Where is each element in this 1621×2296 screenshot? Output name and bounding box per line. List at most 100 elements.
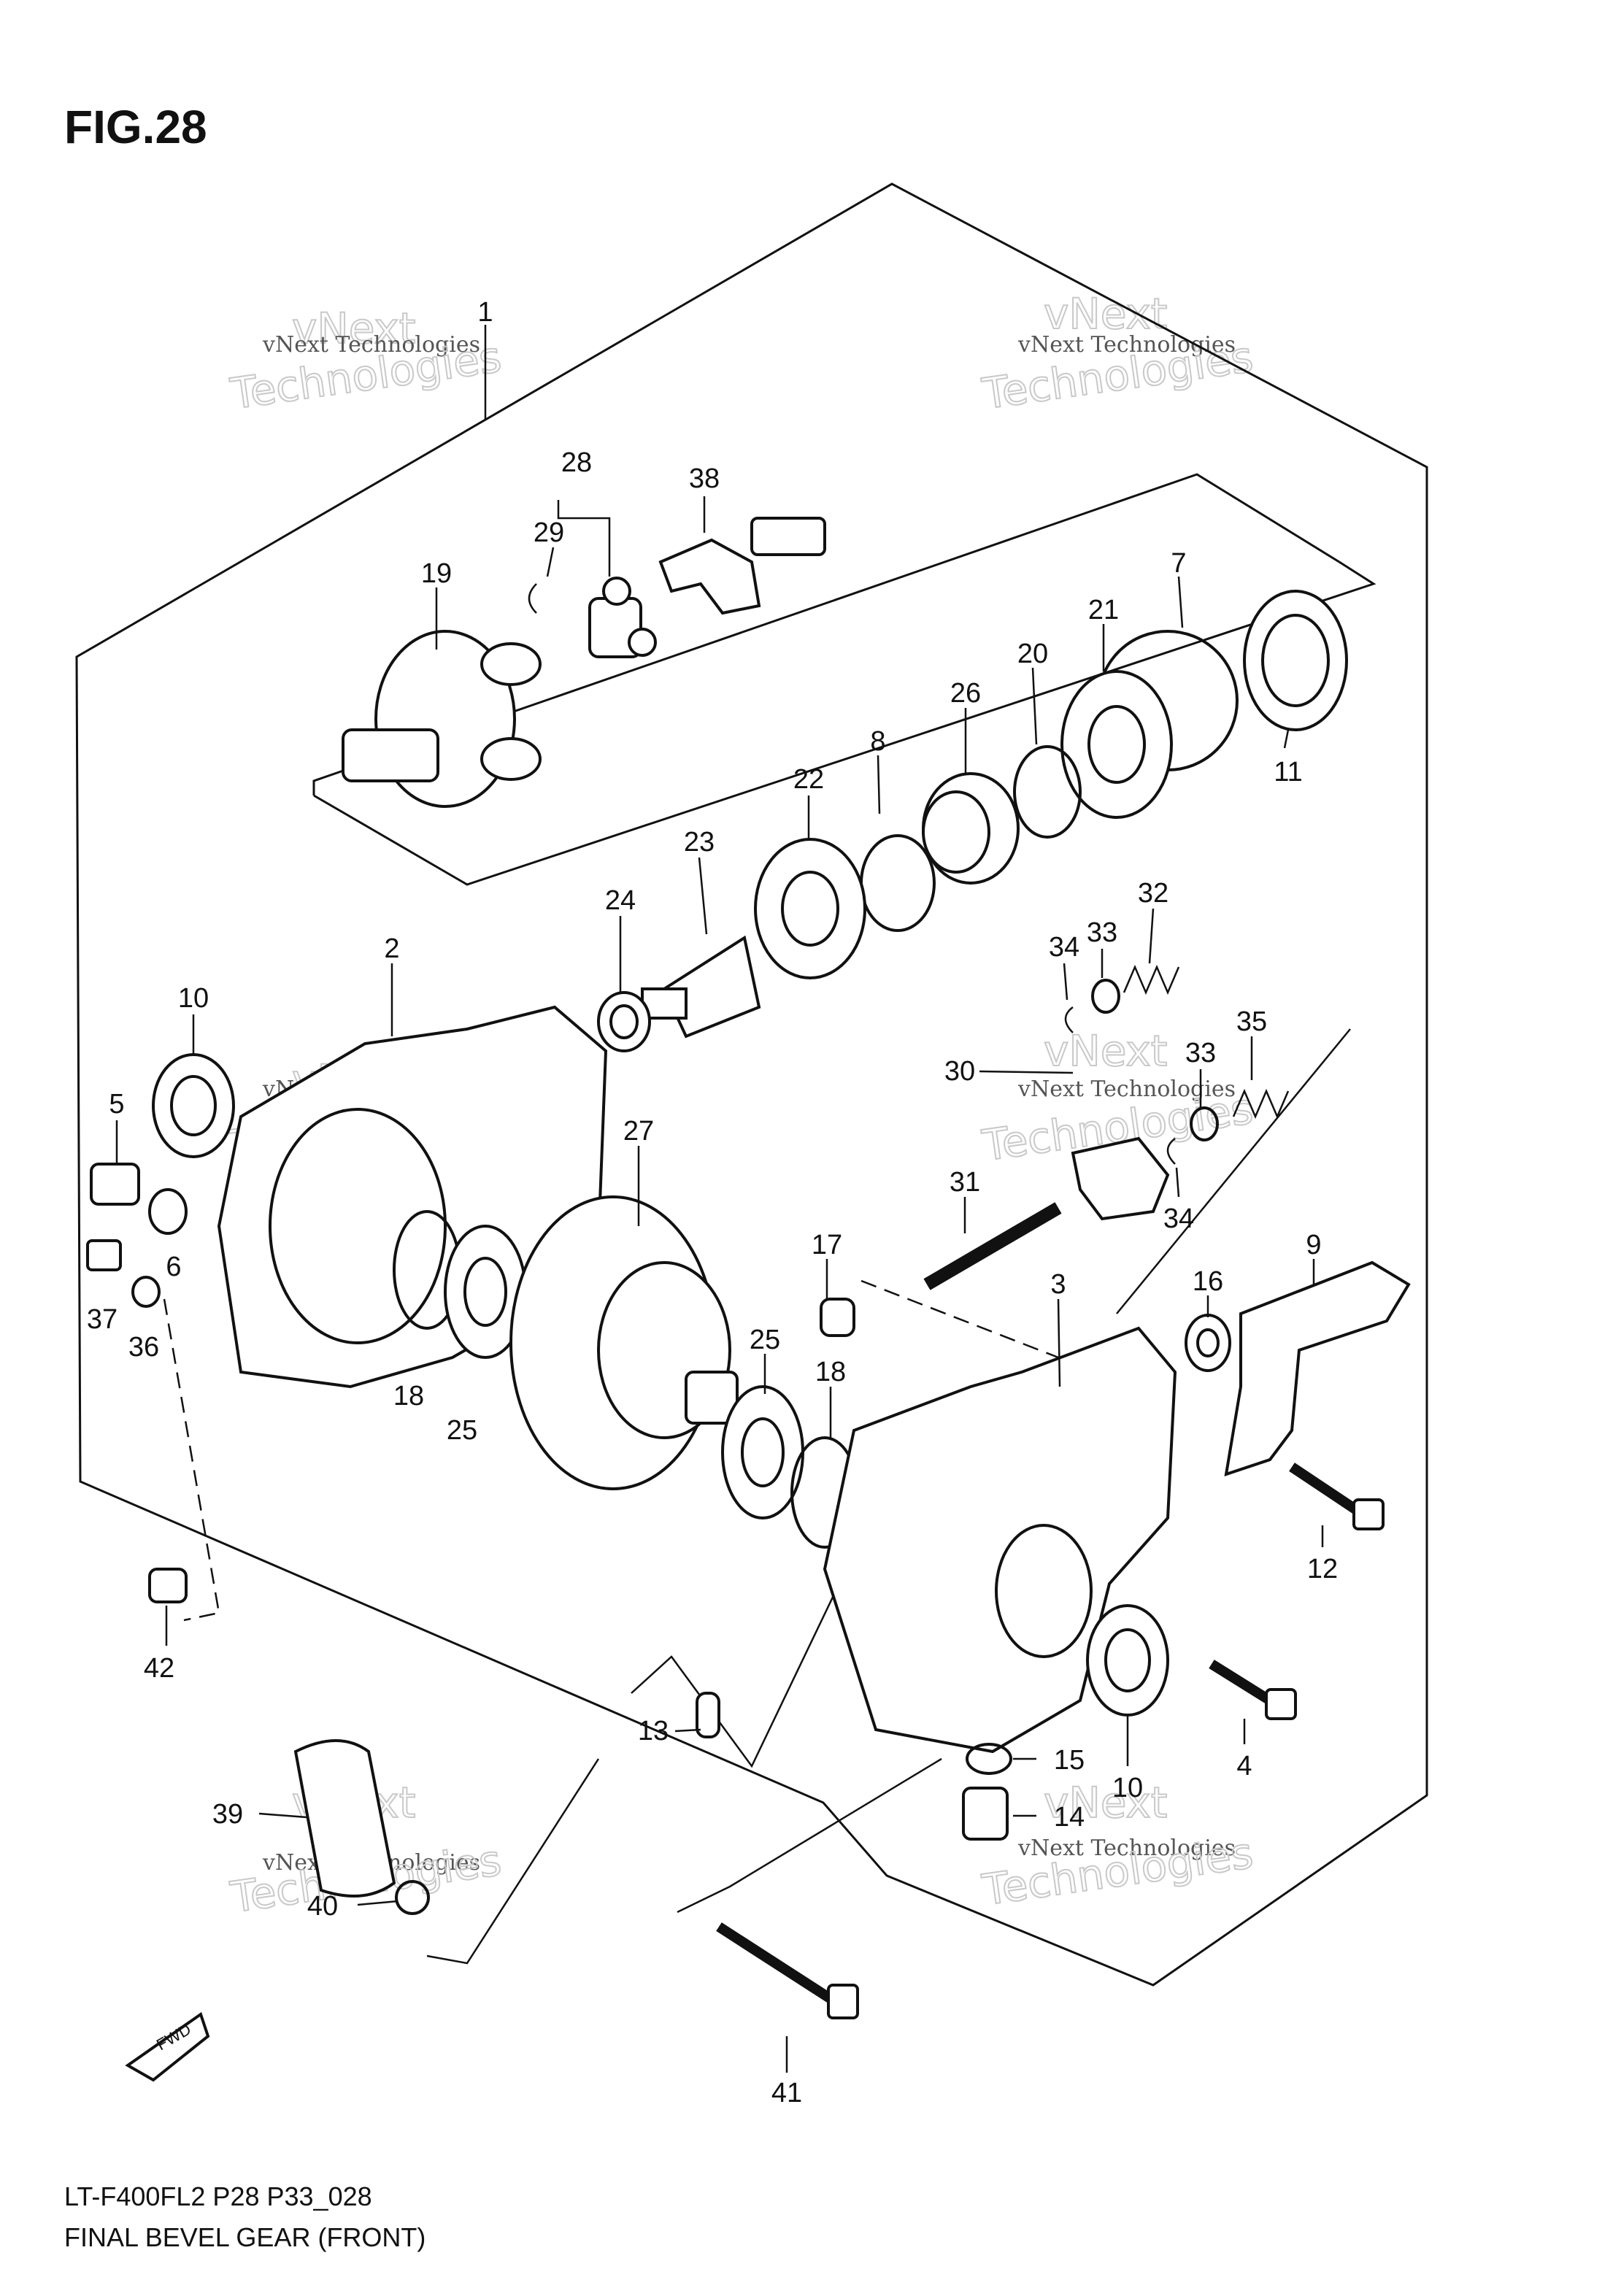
callout-23: 23 bbox=[684, 827, 715, 858]
part-washer-33 bbox=[1091, 979, 1120, 1014]
part-washer-15 bbox=[966, 1743, 1012, 1775]
callout-24: 24 bbox=[605, 885, 636, 916]
part-bracket-9 bbox=[1224, 1260, 1411, 1476]
part-breather-hose-39 bbox=[293, 1739, 396, 1898]
callout-4: 4 bbox=[1236, 1751, 1252, 1781]
part-bearing-25-right bbox=[721, 1385, 804, 1519]
callout-18-left: 18 bbox=[393, 1381, 424, 1411]
callout-37: 37 bbox=[87, 1304, 118, 1335]
part-dowel-17 bbox=[820, 1298, 855, 1337]
part-ring-20 bbox=[1013, 745, 1082, 839]
part-shift-fork-30 bbox=[1071, 1136, 1170, 1221]
callout-32: 32 bbox=[1138, 878, 1168, 909]
callout-1: 1 bbox=[477, 297, 493, 328]
watermark-text: vNext Technologies bbox=[1017, 1835, 1236, 1861]
callout-25-left: 25 bbox=[447, 1415, 477, 1446]
part-spacer-26 bbox=[922, 772, 1020, 885]
callout-numbers: 1 28 29 38 19 7 21 20 26 11 8 22 23 24 3… bbox=[87, 297, 1338, 2108]
figure-label: FIG.28 bbox=[64, 101, 207, 153]
callout-7: 7 bbox=[1171, 548, 1186, 579]
callout-36: 36 bbox=[128, 1332, 159, 1363]
ref-line-bolt bbox=[860, 1279, 1059, 1359]
callout-33: 33 bbox=[1087, 917, 1117, 948]
callout-10-left: 10 bbox=[178, 983, 209, 1014]
watermark-brand: vNext bbox=[1044, 1778, 1167, 1827]
callout-2: 2 bbox=[384, 933, 399, 964]
part-washer-36 bbox=[131, 1276, 161, 1308]
callout-29: 29 bbox=[534, 517, 564, 548]
callout-26: 26 bbox=[950, 678, 981, 709]
shaft-group-boundary-top bbox=[312, 473, 1340, 795]
callout-3: 3 bbox=[1050, 1269, 1066, 1300]
part-pin-13 bbox=[696, 1692, 720, 1738]
part-oil-seal-10-left bbox=[152, 1053, 235, 1158]
part-washer-33-lower bbox=[1190, 1106, 1219, 1141]
part-bearing-21 bbox=[1060, 670, 1173, 819]
watermark-text: vNext Technologies bbox=[1017, 332, 1236, 358]
ref-line-shift bbox=[1116, 1028, 1351, 1314]
model-code: LT-F400FL2 P28 P33_028 bbox=[64, 2181, 372, 2211]
part-yoke-38 bbox=[658, 517, 826, 615]
forward-arrow-icon: FWD bbox=[125, 2011, 210, 2082]
callout-25-right: 25 bbox=[750, 1325, 780, 1355]
part-shift-cam-31 bbox=[923, 1202, 1062, 1290]
part-drive-flange-19 bbox=[342, 630, 542, 808]
part-bearing-24 bbox=[597, 991, 651, 1052]
callout-39: 39 bbox=[212, 1799, 243, 1830]
watermark-top-left: vNext vNext Technologies Technologies bbox=[226, 303, 504, 420]
callout-15: 15 bbox=[1054, 1745, 1085, 1776]
leader-lines bbox=[115, 325, 1324, 2073]
part-clamp-40 bbox=[395, 1880, 430, 1915]
callout-41: 41 bbox=[771, 2078, 802, 2108]
callout-31: 31 bbox=[950, 1167, 980, 1198]
ref-line-housing bbox=[163, 1298, 220, 1622]
part-circlip-34-lower bbox=[1166, 1138, 1176, 1165]
part-spring-35 bbox=[1232, 1088, 1290, 1120]
watermark-text: vNext Technologies bbox=[1017, 1076, 1236, 1102]
part-bolt-4 bbox=[1209, 1660, 1297, 1720]
part-bearing-25-left bbox=[444, 1225, 527, 1359]
part-oil-seal-11 bbox=[1243, 590, 1348, 731]
callout-20: 20 bbox=[1017, 639, 1048, 669]
callout-14: 14 bbox=[1054, 1802, 1085, 1833]
callout-10-right: 10 bbox=[1112, 1773, 1143, 1803]
part-circlip-8 bbox=[860, 834, 936, 932]
part-bolt-41 bbox=[716, 1922, 859, 2019]
callout-17: 17 bbox=[812, 1230, 842, 1260]
callout-22: 22 bbox=[793, 764, 824, 795]
part-plug-14 bbox=[962, 1787, 1009, 1841]
callout-27: 27 bbox=[623, 1116, 654, 1147]
part-circlip-34 bbox=[1064, 1006, 1074, 1033]
callout-9: 9 bbox=[1306, 1230, 1321, 1260]
part-bolt-37 bbox=[86, 1239, 122, 1271]
callout-13: 13 bbox=[638, 1716, 669, 1746]
part-spring-32 bbox=[1123, 964, 1180, 995]
part-ring-gear-27 bbox=[509, 1195, 739, 1490]
watermark-text: vNext Technologies bbox=[262, 332, 480, 358]
part-plug-5 bbox=[90, 1163, 140, 1206]
part-bolt-12 bbox=[1289, 1463, 1385, 1530]
diagram-caption: FINAL BEVEL GEAR (FRONT) bbox=[64, 2222, 426, 2252]
callout-33-lower: 33 bbox=[1185, 1038, 1216, 1068]
part-circlip-29 bbox=[528, 583, 537, 614]
part-washer-6 bbox=[148, 1188, 188, 1235]
ref-line-41 bbox=[677, 1757, 942, 1914]
watermark-brand: vNext bbox=[1044, 1026, 1167, 1076]
callout-11: 11 bbox=[1274, 757, 1302, 787]
callout-28: 28 bbox=[561, 447, 592, 478]
callout-16: 16 bbox=[1193, 1266, 1223, 1297]
callout-40: 40 bbox=[307, 1891, 338, 1922]
part-pinion-gear-23 bbox=[641, 935, 761, 1039]
ref-line-39 bbox=[426, 1758, 600, 1965]
part-bearing-16 bbox=[1185, 1314, 1231, 1372]
assembly-boundary bbox=[75, 182, 1428, 1987]
watermark-brand: vNext bbox=[292, 304, 415, 353]
shaft-group-boundary bbox=[313, 560, 1376, 886]
callout-5: 5 bbox=[109, 1089, 124, 1120]
part-nut-42 bbox=[148, 1568, 188, 1603]
part-bearing-22 bbox=[754, 838, 866, 979]
part-oil-seal-10-right bbox=[1086, 1604, 1169, 1717]
callout-18-right: 18 bbox=[815, 1357, 846, 1387]
callout-8: 8 bbox=[870, 726, 885, 757]
callout-19: 19 bbox=[421, 558, 452, 589]
